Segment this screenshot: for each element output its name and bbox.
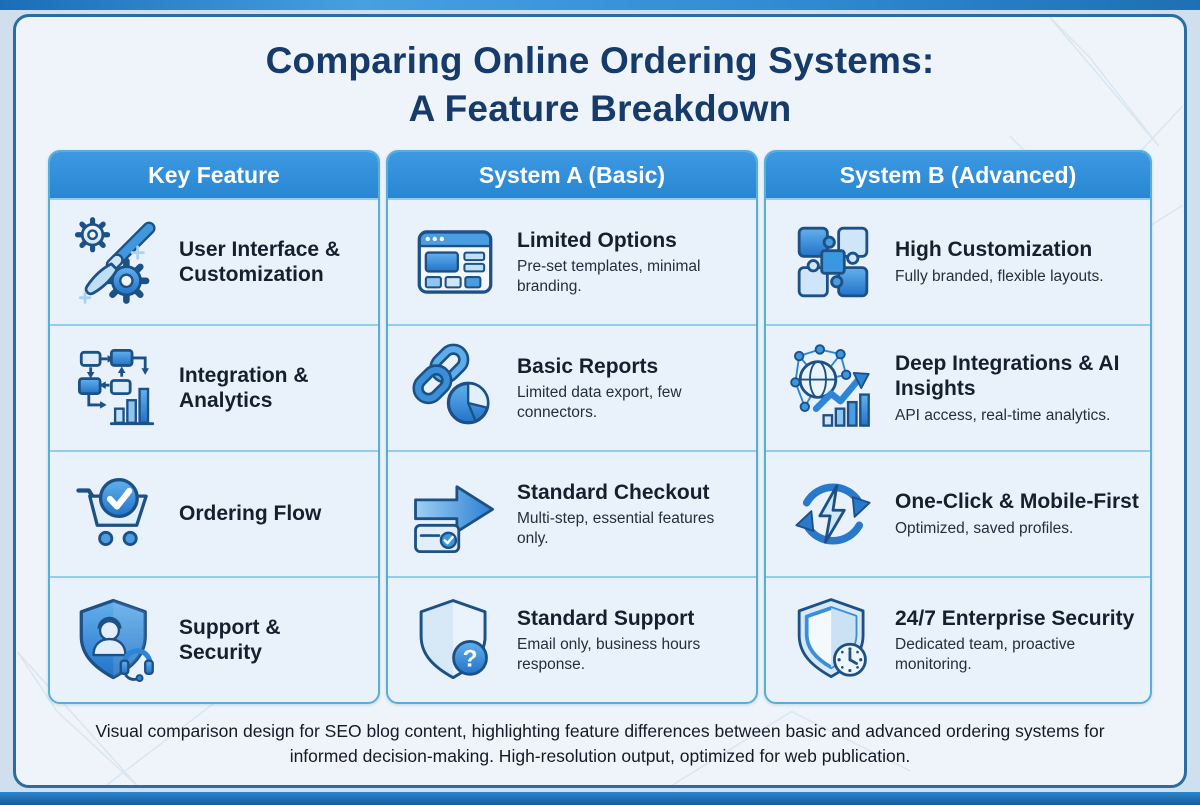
- cell-systemb-one-click: One-Click & Mobile-First Optimized, save…: [766, 450, 1150, 576]
- cell-systemb-enterprise-security: 24/7 Enterprise Security Dedicated team,…: [766, 576, 1150, 702]
- cell-subtitle: Limited data export, few connectors.: [517, 384, 682, 421]
- flowchart-barchart-icon: [70, 341, 164, 435]
- network-globe-growth-icon: [786, 341, 880, 435]
- cell-title: 24/7 Enterprise Security: [895, 606, 1135, 630]
- shield-clock-icon: [786, 593, 880, 687]
- cell-feature-support-security: Support & Security: [50, 576, 378, 702]
- feature-title: Support & Security: [179, 615, 281, 665]
- cell-systema-standard-support: ? Standard Support Email only, business …: [388, 576, 756, 702]
- bottom-accent-bar: [0, 792, 1200, 805]
- column-key-feature: Key Feature: [48, 150, 380, 705]
- cell-title: Limited Options: [517, 228, 677, 252]
- cart-check-icon: [70, 467, 164, 561]
- paintbrush-gears-icon: [70, 215, 164, 309]
- cell-title: Basic Reports: [517, 354, 659, 378]
- chain-link-pie-icon: [408, 341, 502, 435]
- cell-title: One-Click & Mobile-First: [895, 490, 1139, 514]
- column-header-system-b: System B (Advanced): [766, 152, 1150, 199]
- feature-title: User Interface & Customization: [179, 237, 341, 287]
- cell-systema-basic-reports: Basic Reports Limited data export, few c…: [388, 324, 756, 450]
- cell-subtitle: Fully branded, flexible layouts.: [895, 268, 1104, 286]
- cell-systemb-high-customization: High Customization Fully branded, flexib…: [766, 198, 1150, 324]
- cell-subtitle: API access, real-time analytics.: [895, 406, 1111, 424]
- cell-systema-limited-options: Limited Options Pre-set templates, minim…: [388, 198, 756, 324]
- cell-feature-integration-analytics: Integration & Analytics: [50, 324, 378, 450]
- page-title-line2: A Feature Breakdown: [408, 88, 792, 130]
- shield-headset-icon: [70, 593, 164, 687]
- puzzle-pieces-icon: [786, 215, 880, 309]
- cell-subtitle: Dedicated team, proactive monitoring.: [895, 636, 1076, 673]
- page-title: Comparing Online Ordering Systems: A Fea…: [266, 37, 935, 133]
- svg-text:?: ?: [463, 646, 478, 673]
- arrow-card-icon: [408, 467, 502, 561]
- column-system-a: System A (Basic): [386, 150, 758, 705]
- cell-subtitle: Multi-step, essential features only.: [517, 510, 715, 547]
- sync-lightning-icon: [786, 467, 880, 561]
- page-title-line1: Comparing Online Ordering Systems:: [265, 40, 935, 81]
- cell-subtitle: Optimized, saved profiles.: [895, 520, 1074, 538]
- cell-title: Standard Support: [517, 606, 695, 630]
- cell-subtitle: Email only, business hours response.: [517, 636, 701, 673]
- feature-title: Ordering Flow: [179, 502, 322, 526]
- cell-systemb-deep-integrations: Deep Integrations & AI Insights API acce…: [766, 324, 1150, 450]
- browser-template-icon: [408, 215, 502, 309]
- feature-title: Integration & Analytics: [179, 363, 309, 413]
- column-header-key-feature: Key Feature: [50, 152, 378, 199]
- cell-title: High Customization: [895, 238, 1093, 262]
- cell-feature-ordering-flow: Ordering Flow: [50, 450, 378, 576]
- column-header-system-a: System A (Basic): [388, 152, 756, 199]
- comparison-table: Key Feature: [48, 150, 1152, 705]
- cell-title: Deep Integrations & AI Insights: [895, 351, 1120, 401]
- cell-systema-standard-checkout: Standard Checkout Multi-step, essential …: [388, 450, 756, 576]
- shield-question-icon: ?: [408, 593, 502, 687]
- cell-title: Standard Checkout: [517, 480, 710, 504]
- top-accent-bar: [0, 0, 1200, 10]
- cell-feature-ui-customization: User Interface & Customization: [50, 198, 378, 324]
- column-system-b: System B (Advanced): [764, 150, 1152, 705]
- footer-caption: Visual comparison design for SEO blog co…: [95, 721, 1105, 767]
- cell-subtitle: Pre-set templates, minimal branding.: [517, 258, 701, 295]
- main-panel: Comparing Online Ordering Systems: A Fea…: [13, 14, 1187, 788]
